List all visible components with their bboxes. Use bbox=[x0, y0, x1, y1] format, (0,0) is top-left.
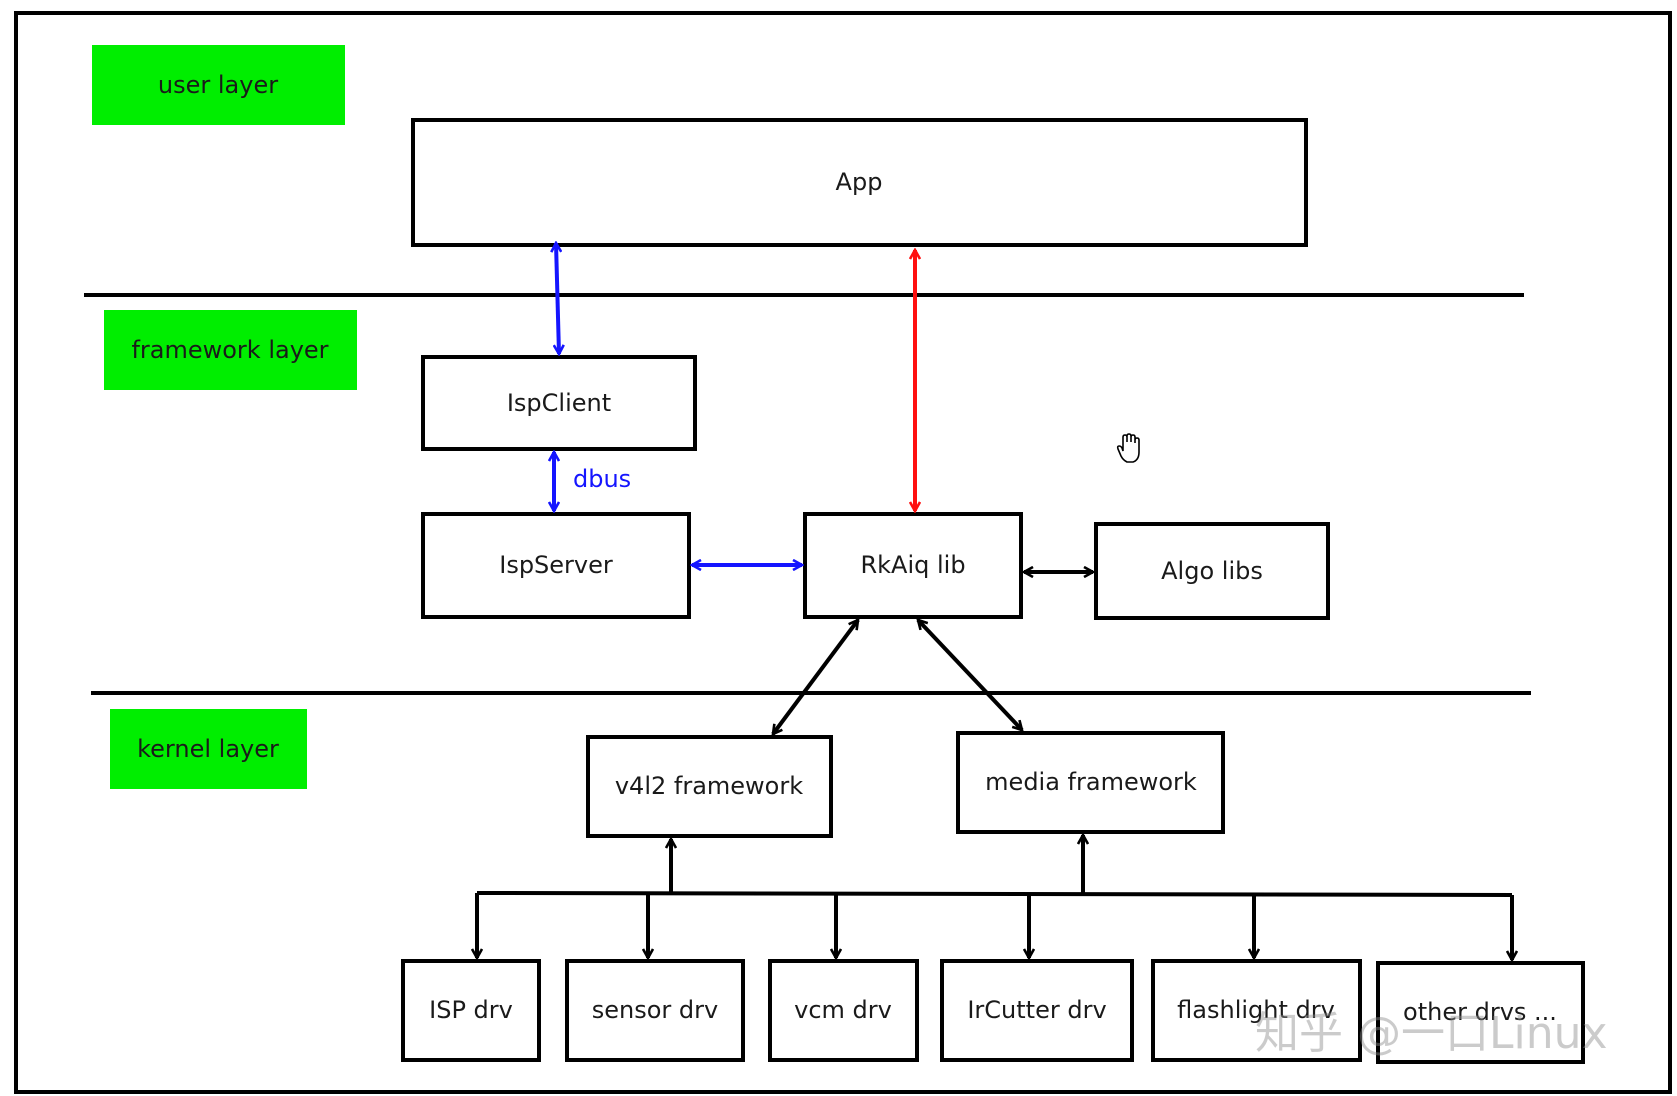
ispserver-node: IspServer bbox=[421, 512, 691, 619]
rkaiq-v4l2-arrow bbox=[771, 620, 860, 734]
ispclient-label: IspClient bbox=[507, 389, 611, 417]
kernel-layer-label: kernel layer bbox=[137, 735, 279, 763]
other-drvs-label: other drvs ... bbox=[1403, 998, 1557, 1026]
ispserver-label: IspServer bbox=[499, 551, 613, 579]
vcm-drv-label: vcm drv bbox=[794, 996, 892, 1024]
v4l2-framework-label: v4l2 framework bbox=[615, 772, 803, 800]
app-label: App bbox=[836, 168, 883, 196]
flashlight-drv-node: flashlight drv bbox=[1151, 959, 1362, 1062]
rkaiq-node: RkAiq lib bbox=[803, 512, 1023, 619]
other-drvs-node: other drvs ... bbox=[1376, 961, 1585, 1064]
algo-libs-label: Algo libs bbox=[1161, 557, 1263, 585]
rkaiq-media-arrow bbox=[918, 620, 1022, 730]
flashlight-drv-label: flashlight drv bbox=[1177, 996, 1335, 1024]
app-node: App bbox=[411, 118, 1308, 247]
media-framework-node: media framework bbox=[956, 731, 1225, 834]
watermark: 知乎 @一口Linux bbox=[1255, 1008, 1608, 1059]
dbus-label: dbus bbox=[573, 465, 631, 493]
framework-layer-label: framework layer bbox=[131, 336, 328, 364]
ircutter-drv-node: IrCutter drv bbox=[940, 959, 1134, 1062]
isp-drv-label: ISP drv bbox=[429, 996, 513, 1024]
algo-libs-node: Algo libs bbox=[1094, 522, 1330, 620]
sensor-drv-node: sensor drv bbox=[565, 959, 745, 1062]
driver-bus-line bbox=[476, 891, 1513, 897]
v4l2-framework-node: v4l2 framework bbox=[586, 735, 833, 838]
media-framework-label: media framework bbox=[985, 768, 1197, 796]
isp-drv-node: ISP drv bbox=[401, 959, 541, 1062]
ircutter-drv-label: IrCutter drv bbox=[967, 996, 1106, 1024]
hand-cursor-icon bbox=[1116, 433, 1140, 463]
app-ispclient-arrow bbox=[556, 243, 559, 354]
rkaiq-label: RkAiq lib bbox=[860, 551, 965, 579]
user-layer-badge: user layer bbox=[92, 45, 345, 125]
framework-layer-badge: framework layer bbox=[104, 310, 357, 390]
sensor-drv-label: sensor drv bbox=[592, 996, 718, 1024]
user-layer-label: user layer bbox=[158, 71, 278, 99]
kernel-layer-badge: kernel layer bbox=[110, 709, 307, 789]
ispclient-node: IspClient bbox=[421, 355, 697, 451]
vcm-drv-node: vcm drv bbox=[768, 959, 919, 1062]
